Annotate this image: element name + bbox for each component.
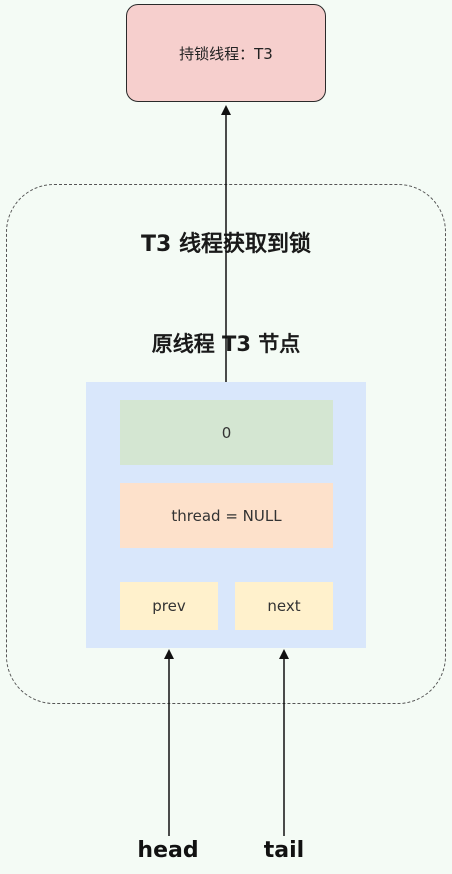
node-title: 原线程 T3 节点 [151,332,301,356]
node-thread-value: thread = NULL [171,506,282,525]
region-title: T3 线程获取到锁 [141,232,311,257]
head-pointer-label: head [137,838,199,863]
node-state-value: 0 [221,423,232,442]
node-next-label: next [267,597,301,615]
node-prev-label: prev [152,597,186,615]
lock-holder-box: 持锁线程：T3 [126,4,326,102]
node-state-cell: 0 [120,400,333,465]
node-next-cell: next [235,582,333,630]
node-thread-cell: thread = NULL [120,483,333,548]
tail-pointer-label: tail [263,838,305,863]
lock-holder-label: 持锁线程：T3 [179,44,273,63]
node-prev-cell: prev [120,582,218,630]
